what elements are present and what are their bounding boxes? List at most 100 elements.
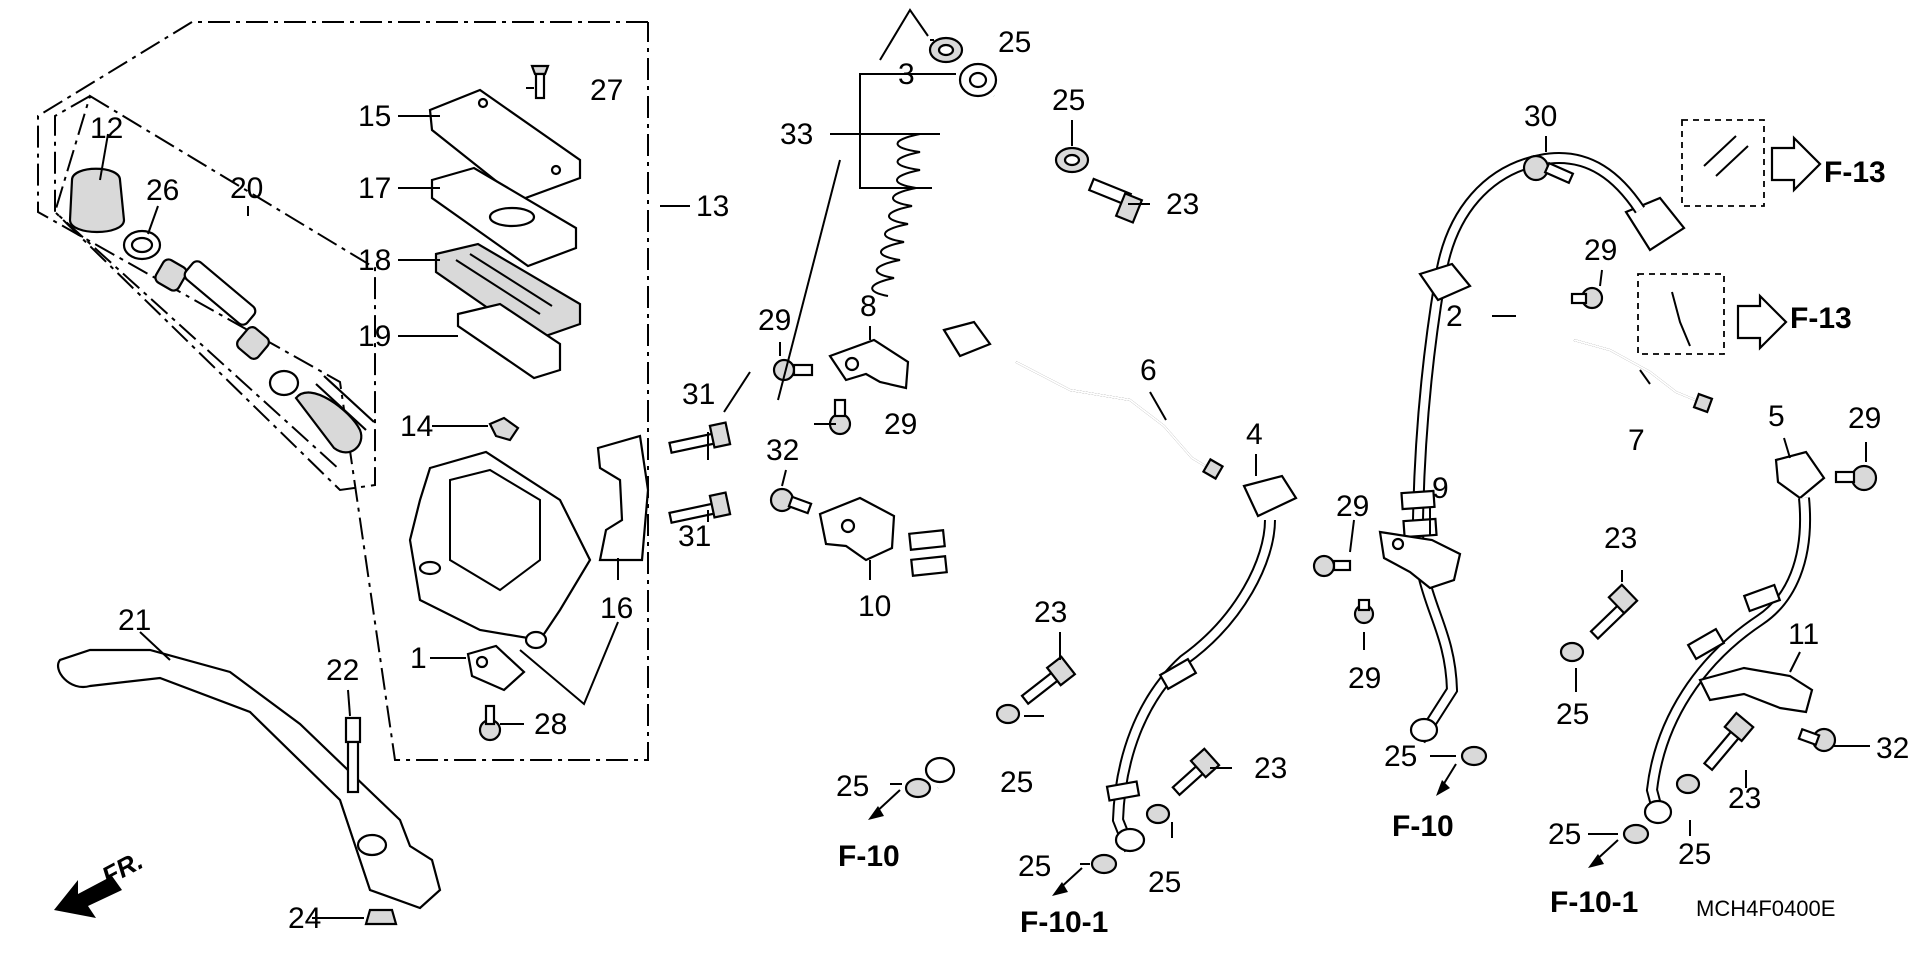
washer-25-mid: [1054, 146, 1090, 174]
callout-15: 15: [358, 100, 391, 133]
brake-pipe-6: [1015, 361, 1225, 481]
callout-23-right-lower: 23: [1728, 782, 1761, 815]
brake-hose-left: [908, 93, 1022, 792]
callout-32-left: 32: [766, 434, 799, 467]
washers-25-right: [1460, 641, 1701, 845]
screw-27: [530, 64, 550, 100]
piston-set-20: [154, 258, 375, 454]
callout-12: 12: [90, 112, 123, 145]
pivot-bolt-22: [344, 716, 362, 794]
callout-29-right-c: 29: [1348, 662, 1381, 695]
callout-21: 21: [118, 604, 151, 637]
callout-8: 8: [860, 290, 877, 323]
bolt-31-upper: [668, 421, 732, 454]
callout-22: 22: [326, 654, 359, 687]
callout-19: 19: [358, 320, 391, 353]
stop-switch-1: [466, 644, 526, 692]
brake-hose-4: [1105, 474, 1298, 853]
bolt-23-right-mid: [1171, 747, 1221, 797]
diagram-code: MCH4F0400E: [1696, 896, 1835, 921]
callout-14: 14: [400, 410, 433, 443]
bolt-23-mid: [1020, 655, 1077, 706]
callout-33: 33: [780, 118, 813, 151]
bolt-29-right-b: [1312, 554, 1352, 578]
ref-f13-lower: F-13: [1790, 302, 1852, 335]
screw-28: [478, 704, 502, 742]
bolt-32-left: [769, 487, 813, 515]
ref-f10-1-right: F-10-1: [1550, 886, 1638, 919]
ref-f13-upper: F-13: [1824, 156, 1886, 189]
washer-25-hose-left: [904, 703, 1021, 799]
plate-17: [430, 166, 578, 268]
screw-14: [488, 416, 520, 442]
callout-28: 28: [534, 708, 567, 741]
brake-hose-5: [1643, 450, 1826, 825]
callout-5: 5: [1768, 400, 1785, 433]
callout-32-right: 32: [1876, 732, 1909, 765]
callout-25-right-d: 25: [1678, 838, 1711, 871]
callout-25-left-a: 25: [836, 770, 869, 803]
callout-2: 2: [1446, 300, 1463, 333]
callout-18: 18: [358, 244, 391, 277]
callout-16: 16: [600, 592, 633, 625]
bolt-32-right: [1797, 727, 1837, 753]
callout-29-right-a: 29: [1584, 234, 1617, 267]
callout-23-right-upper: 23: [1604, 522, 1637, 555]
banjo-3: [958, 62, 998, 98]
callout-4: 4: [1246, 418, 1263, 451]
nut-24: [364, 908, 398, 926]
callout-6: 6: [1140, 354, 1157, 387]
ref-f10-right: F-10: [1392, 810, 1454, 843]
bolt-29-right-a: [1570, 286, 1604, 310]
diaphragm-18: [434, 242, 582, 342]
circlip-26: [122, 229, 162, 261]
callout-25-right-a: 25: [1556, 698, 1589, 731]
bolt-31-lower: [668, 491, 732, 524]
callout-25-mid: 25: [1052, 84, 1085, 117]
gasket-19: [456, 302, 562, 380]
bolt-29-right-d: [1834, 464, 1878, 492]
callout-17: 17: [358, 172, 391, 205]
callout-7: 7: [1628, 424, 1645, 457]
front-direction-arrow: [54, 876, 122, 918]
callout-13: 13: [696, 190, 729, 223]
stay-11: [1698, 666, 1814, 714]
bolt-23-top: [1087, 177, 1144, 224]
callout-29-b: 29: [884, 408, 917, 441]
washer-25-top: [928, 36, 964, 64]
callout-25-hose4-a: 25: [1018, 850, 1051, 883]
bolt-29-right-c: [1353, 598, 1375, 625]
callout-3: 3: [898, 58, 915, 91]
callout-25-right-c: 25: [1548, 818, 1581, 851]
reservoir-cover-15: [428, 88, 582, 202]
spring-33: [871, 133, 921, 297]
leader-lines: [99, 8, 1870, 919]
assembly-frame-13: [37, 21, 649, 761]
bolt-29-b: [828, 398, 852, 436]
bolt-23-right-upper: [1589, 583, 1639, 641]
callout-25-top: 25: [998, 26, 1031, 59]
stay-9: [1378, 530, 1462, 590]
brake-hose-2: [1400, 152, 1686, 744]
callout-29-right-b: 29: [1336, 490, 1369, 523]
callout-26: 26: [146, 174, 179, 207]
callout-25-hose4-b: 25: [1148, 866, 1181, 899]
callout-10: 10: [858, 590, 891, 623]
clamp-16: [596, 434, 650, 562]
callout-30: 30: [1524, 100, 1557, 133]
callout-20: 20: [230, 172, 263, 205]
stay-8: [828, 338, 910, 390]
brake-lever-21: [57, 648, 442, 910]
callout-29-right-d: 29: [1848, 402, 1881, 435]
ref-f10-1-left: F-10-1: [1020, 906, 1108, 939]
f13-upper-ref: [1681, 119, 1822, 207]
callout-23-top: 23: [1166, 188, 1199, 221]
reference-arrows: [868, 763, 1619, 896]
callout-23-right-mid: 23: [1254, 752, 1287, 785]
callout-9: 9: [1432, 472, 1449, 505]
callout-31-lower: 31: [678, 520, 711, 553]
callout-24: 24: [288, 902, 321, 935]
reference-labels: F-10 F-10-1 F-10 F-10-1 F-13 F-13: [838, 156, 1886, 939]
boot-12: [68, 167, 126, 234]
